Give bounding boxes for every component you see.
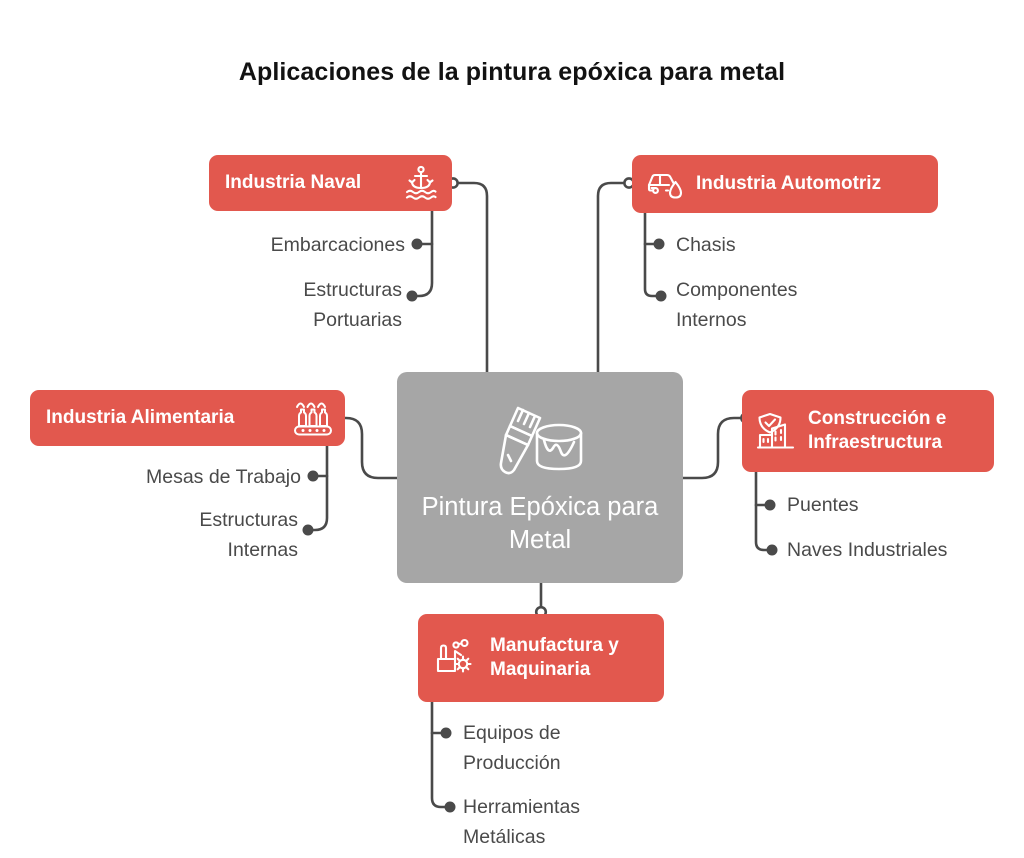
connector-construccion-children: [754, 470, 770, 552]
branch-node-alimentaria[interactable]: Industria Alimentaria: [30, 390, 345, 446]
child-dot-automotriz-0: [653, 238, 665, 250]
anchor-waves-icon: [404, 165, 438, 201]
child-dot-naval-0: [411, 238, 423, 250]
connector-automotriz-children: [643, 211, 658, 298]
connector-alimentaria-children: [309, 444, 329, 532]
child-dot-manufactura-0: [440, 727, 452, 739]
child-dot-construccion-0: [764, 499, 776, 511]
paintbrush-paintcan-icon: [488, 400, 592, 481]
child-dot-construccion-1: [766, 544, 778, 556]
shield-building-icon: [756, 411, 796, 451]
child-label-manufactura-0: Equipos de Producción: [463, 722, 561, 774]
branch-node-construccion[interactable]: Construcción e Infraestructura: [742, 390, 994, 472]
central-node-label: Pintura Epóxica para Metal: [421, 493, 659, 554]
connector-central-construccion: [681, 416, 744, 480]
child-dot-alimentaria-0: [307, 470, 319, 482]
connector-central-automotriz: [596, 181, 628, 374]
branch-node-manufactura-label: Manufactura y Maquinaria: [490, 635, 619, 680]
child-dot-alimentaria-1: [302, 524, 314, 536]
child-label-automotriz-1: Componentes Internos: [676, 279, 798, 331]
central-node[interactable]: Pintura Epóxica para Metal: [397, 372, 683, 583]
child-label-naval-1: Estructuras Portuarias: [303, 279, 402, 331]
child-label-construccion-0: Puentes: [787, 494, 859, 516]
connector-central-naval: [456, 181, 489, 374]
child-label-naval-0: Embarcaciones: [270, 234, 405, 256]
branch-node-automotriz-label: Industria Automotriz: [696, 173, 882, 194]
child-label-construccion-1: Naves Industriales: [787, 539, 948, 561]
child-label-automotriz-0: Chasis: [676, 234, 736, 256]
connector-naval-children: [413, 209, 434, 298]
branch-node-alimentaria-label: Industria Alimentaria: [46, 407, 235, 428]
branch-node-construccion-label: Construcción e Infraestructura: [808, 408, 947, 453]
child-dot-manufactura-1: [444, 801, 456, 813]
branch-node-naval-label: Industria Naval: [225, 172, 362, 193]
bottles-conveyor-icon: [293, 399, 333, 437]
child-label-manufactura-1: Herramientas Metálicas: [463, 796, 581, 848]
child-label-alimentaria-1: Estructuras Internas: [199, 509, 298, 561]
branch-node-automotriz[interactable]: Industria Automotriz: [632, 155, 938, 213]
factory-gear-icon: [436, 638, 476, 678]
connector-manufactura-children: [430, 700, 447, 809]
child-dot-naval-1: [406, 290, 418, 302]
branch-node-naval[interactable]: Industria Naval: [209, 155, 452, 211]
page-title: Aplicaciones de la pintura epóxica para …: [238, 58, 786, 86]
car-droplet-icon: [646, 168, 684, 200]
branch-node-manufactura[interactable]: Manufactura y Maquinaria: [418, 614, 664, 702]
connector-central-alimentaria: [337, 416, 399, 480]
child-dot-automotriz-1: [655, 290, 667, 302]
child-label-alimentaria-0: Mesas de Trabajo: [145, 466, 301, 488]
